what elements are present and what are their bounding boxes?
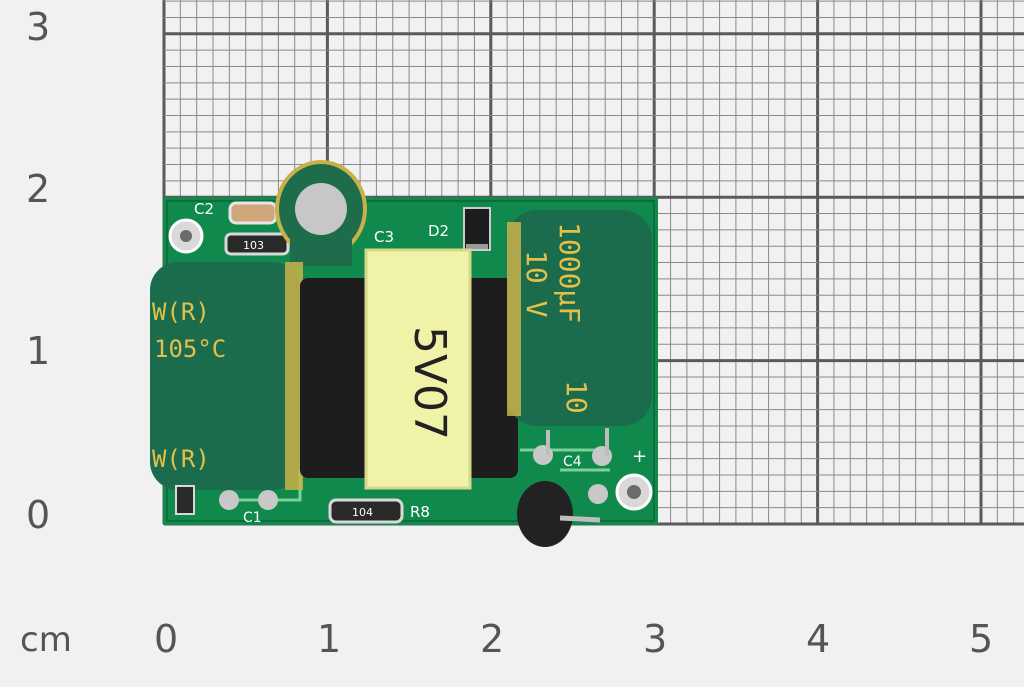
smd-resistor — [175, 485, 195, 515]
solder-pad — [588, 484, 608, 504]
solder-pad — [219, 490, 239, 510]
capacitor-body — [150, 262, 300, 490]
cap-left-line-2: 105°C — [154, 335, 226, 363]
silkscreen-c2: C2 — [194, 200, 214, 218]
power-supply-module: 103 C2 C3 D2 C4 C1 R8 + W(R) 105°C — [150, 160, 658, 547]
y-tick-3: 3 — [26, 5, 51, 49]
silkscreen-c4: C4 — [563, 454, 582, 470]
trace — [520, 448, 610, 472]
x-tick-3: 3 — [643, 617, 668, 661]
x-tick-0: 0 — [154, 617, 179, 661]
inductor — [517, 481, 573, 547]
cap-left-line-1: W(R) — [152, 298, 210, 326]
silkscreen-d2: D2 — [428, 222, 449, 240]
capacitor-c3 — [275, 160, 367, 266]
unit-label: cm — [20, 620, 72, 660]
inductor-lead — [559, 515, 601, 523]
hole-center — [180, 230, 192, 242]
y-tick-2: 2 — [26, 167, 51, 211]
capacitor-right: 1000µF 10 V 10 — [507, 210, 652, 426]
y-tick-0: 0 — [26, 493, 51, 537]
cap-right-line-2: 10 V — [520, 250, 553, 318]
capacitor-left: W(R) 105°C W(R) — [150, 262, 303, 490]
cap-right-line-3: 10 — [560, 380, 593, 414]
x-tick-5: 5 — [969, 617, 994, 661]
smd-capacitor-c2 — [228, 201, 278, 225]
silkscreen-plus: + — [632, 446, 647, 467]
x-tick-4: 4 — [806, 617, 831, 661]
solder-pad — [258, 490, 278, 510]
capacitor-stripe — [507, 222, 521, 416]
y-tick-1: 1 — [26, 329, 51, 373]
transformer: 5V07 — [300, 248, 518, 490]
x-tick-2: 2 — [480, 617, 505, 661]
diode-d2 — [463, 207, 491, 251]
resistor-103-label: 103 — [243, 239, 264, 252]
x-tick-1: 1 — [317, 617, 342, 661]
diode-band — [466, 244, 488, 249]
capacitor-stripe — [285, 262, 303, 490]
capacitor-body — [507, 210, 652, 426]
cap-left-line-3: W(R) — [152, 445, 210, 473]
transformer-bobbin — [364, 248, 472, 490]
cap-right-line-1: 1000µF — [553, 222, 586, 323]
resistor-104-label: 104 — [352, 506, 373, 519]
hole-center — [627, 485, 641, 499]
capacitor-leads — [546, 428, 609, 456]
resistor-103 — [224, 232, 290, 256]
silkscreen-c1: C1 — [243, 510, 262, 526]
silkscreen-c3: C3 — [374, 228, 394, 246]
resistor-104 — [328, 498, 404, 524]
silkscreen-r8: R8 — [410, 503, 430, 521]
transformer-label: 5V07 — [404, 326, 455, 440]
